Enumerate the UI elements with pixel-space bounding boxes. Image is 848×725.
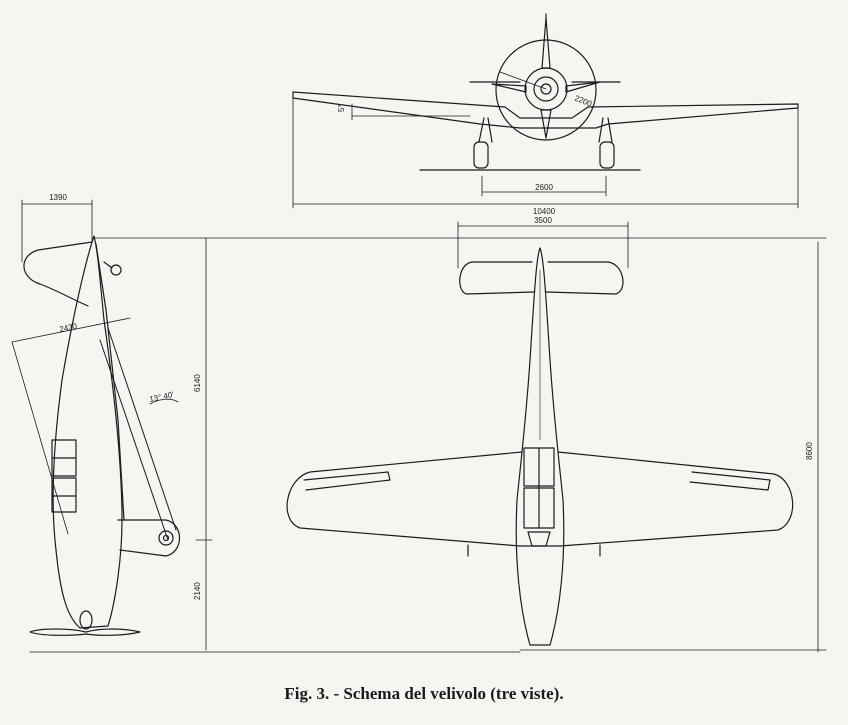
side-wing: [117, 519, 180, 557]
figure-caption: Fig. 3. - Schema del velivolo (tre viste…: [0, 684, 848, 704]
side-view: 1390 2430: [11, 193, 521, 653]
plan-aileron-left: [303, 471, 391, 491]
plan-aileron-right: [689, 471, 771, 491]
side-tailplane: [23, 241, 93, 307]
dim-dihedral: 5°: [337, 104, 346, 112]
dim-overall-height: 8600: [805, 442, 814, 460]
front-landing-gear: [419, 117, 641, 171]
dim-prop-radius: 2200: [573, 94, 593, 109]
plan-tailplane: [459, 261, 624, 295]
dim-track: 2600: [535, 183, 553, 192]
dim-gear-angle: 13° 40': [149, 390, 176, 404]
dim-length-lower: 2140: [193, 582, 202, 600]
plan-fuselage: [515, 247, 565, 646]
dim-length-upper: 6140: [193, 374, 202, 392]
top-view: 3500 8600: [93, 216, 827, 653]
front-view: 2200 5° 2600 10400: [292, 13, 799, 216]
side-propeller: [29, 628, 141, 636]
figure-label: Fig. 3. -: [284, 684, 340, 703]
side-fuselage: [52, 235, 123, 629]
side-tail-wheel: [110, 264, 122, 276]
dim-tail-span: 3500: [534, 216, 552, 225]
propeller-disc: [495, 39, 597, 141]
dim-span: 10400: [533, 207, 556, 216]
propeller-blades: [491, 17, 601, 139]
dim-fin-length: 2430: [59, 321, 79, 334]
dim-tail-chord: 1390: [49, 193, 67, 202]
figure-title: Schema del velivolo (tre viste).: [343, 684, 564, 703]
